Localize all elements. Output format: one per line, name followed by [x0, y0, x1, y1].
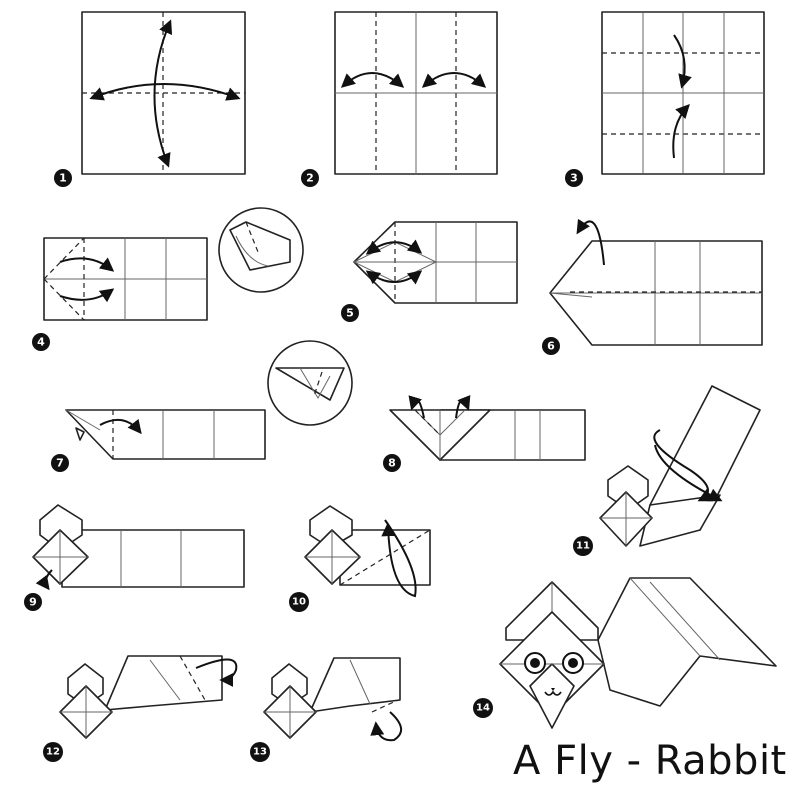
svg-text:2: 2: [306, 172, 314, 185]
step-badges: 1 2 3 4 5 6 7 8 9 10 11 12 13 14: [24, 169, 593, 762]
step-badge-10: 10: [289, 592, 309, 612]
step-14-rabbit: [499, 577, 777, 729]
step-2-diagram: [334, 11, 498, 175]
step-badge-9: 9: [24, 593, 42, 611]
svg-text:5: 5: [346, 307, 354, 320]
step-8-diagram: [389, 395, 586, 461]
step-12-diagram: [59, 655, 238, 739]
svg-text:13: 13: [253, 747, 267, 758]
step-11-diagram: [599, 385, 761, 547]
step-13-diagram: [263, 657, 402, 742]
svg-text:11: 11: [576, 541, 590, 552]
step-badge-11: 11: [573, 536, 593, 556]
step-7-diagram: [65, 340, 353, 460]
step-badge-6: 6: [542, 337, 560, 355]
svg-text:8: 8: [388, 457, 396, 470]
diagram-title: A Fly - Rabbit: [513, 738, 787, 784]
svg-text:4: 4: [37, 336, 45, 349]
svg-text:14: 14: [476, 703, 490, 714]
step-badge-4: 4: [32, 333, 50, 351]
step-5-diagram: [352, 221, 518, 304]
step-badge-1: 1: [54, 169, 72, 187]
step-badge-14: 14: [473, 698, 493, 718]
svg-text:10: 10: [292, 597, 306, 608]
step-3-diagram: [601, 11, 765, 175]
svg-text:3: 3: [570, 172, 578, 185]
step-badge-2: 2: [301, 169, 319, 187]
svg-text:7: 7: [56, 457, 64, 470]
step-badge-8: 8: [383, 454, 401, 472]
step-badge-12: 12: [43, 742, 63, 762]
svg-text:9: 9: [29, 596, 37, 609]
step-badge-13: 13: [250, 742, 270, 762]
svg-text:12: 12: [46, 747, 60, 758]
step-badge-7: 7: [51, 454, 69, 472]
step-badge-5: 5: [341, 304, 359, 322]
step-1-diagram: [81, 11, 246, 175]
step-9-diagram: [32, 504, 245, 591]
step-badge-3: 3: [565, 169, 583, 187]
svg-text:6: 6: [547, 340, 555, 353]
step-10-diagram: [304, 505, 431, 598]
step-6-diagram: [549, 218, 763, 346]
svg-text:1: 1: [59, 172, 67, 185]
step-4-diagram: [43, 207, 304, 321]
